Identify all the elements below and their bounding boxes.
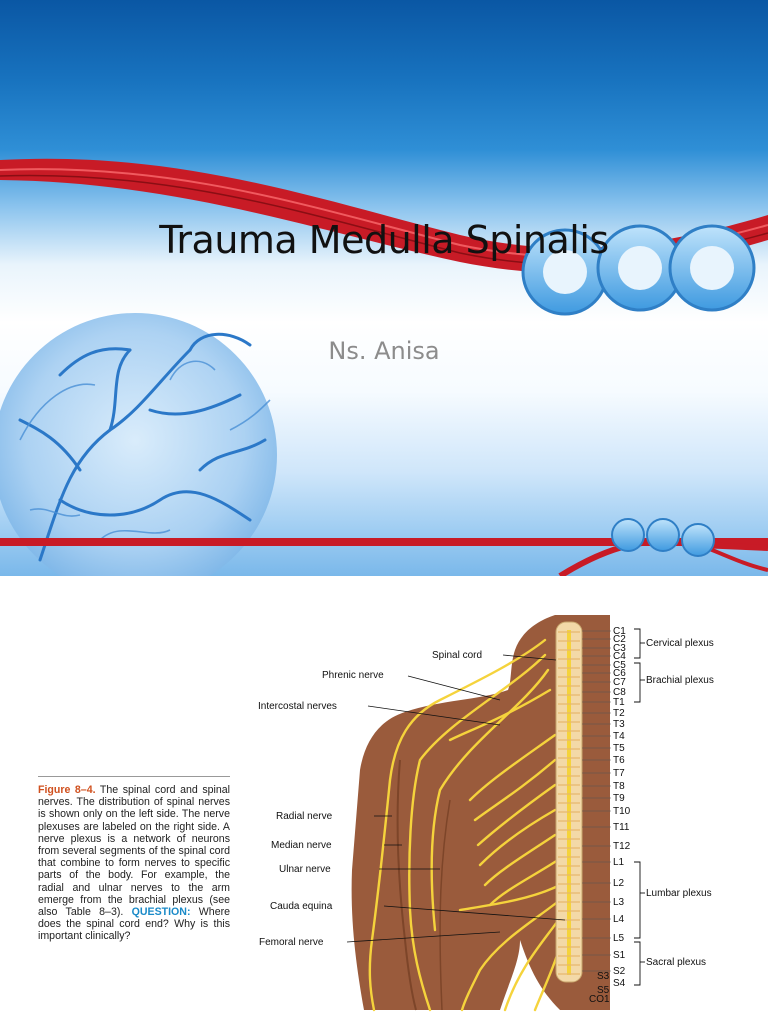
title-slide: Trauma Medulla Spinalis Ns. Anisa: [0, 0, 768, 576]
segment-label: T4: [613, 731, 625, 742]
globe-circuit-image: [0, 313, 277, 576]
segment-label: S3: [597, 971, 610, 982]
plexus-brackets: [634, 628, 645, 986]
label-lumbar-plexus: Lumbar plexus: [646, 888, 712, 899]
segment-label: C2: [613, 634, 626, 645]
segment-label: T3: [613, 719, 625, 730]
segment-label: T1: [613, 697, 625, 708]
label-spinal-cord: Spinal cord: [432, 650, 482, 661]
caption-rule: [38, 776, 230, 777]
segment-label: T9: [613, 793, 625, 804]
segment-label: CO1: [589, 994, 610, 1005]
segment-label: C3: [613, 643, 626, 654]
label-femoral-nerve: Femoral nerve: [259, 937, 324, 948]
segment-label: T10: [613, 806, 631, 817]
spinal-nerves-diagram: Spinal cord Phrenic nerve Intercostal ne…: [258, 615, 714, 1012]
vertebra-marks: [558, 631, 580, 975]
slide-background: [0, 158, 768, 576]
nerve-network: [368, 638, 567, 1012]
segment-label: C1: [613, 626, 626, 637]
segment-label: C8: [613, 687, 626, 698]
segment-label: L1: [613, 857, 625, 868]
segment-label: C5: [613, 660, 626, 671]
segment-label: L2: [613, 878, 625, 889]
caption-text: The spinal cord and spinal nerves. The d…: [38, 784, 230, 919]
segment-label: T6: [613, 755, 625, 766]
segment-label: L3: [613, 897, 625, 908]
label-median-nerve: Median nerve: [271, 840, 332, 851]
label-sacral-plexus: Sacral plexus: [646, 957, 706, 968]
question-text: Where does the spinal cord end? Why is t…: [38, 906, 230, 943]
label-cervical-plexus: Cervical plexus: [646, 638, 714, 649]
left-leaders: [346, 654, 566, 943]
segment-label: C6: [613, 668, 626, 679]
segment-label: T5: [613, 743, 625, 754]
label-intercostal-nerves: Intercostal nerves: [258, 701, 337, 712]
segment-leaders: [582, 630, 611, 972]
segment-label: T7: [613, 768, 625, 779]
segment-label: L5: [613, 933, 625, 944]
label-ulnar-nerve: Ulnar nerve: [279, 864, 331, 875]
segment-labels: C1 C2 C3 C4 C5 C6 C7 C8 T1 T2 T3 T4 T5 T…: [589, 626, 631, 1005]
segment-label: C4: [613, 651, 626, 662]
segment-label: S2: [613, 966, 626, 977]
figure-label: Figure 8–4.: [38, 784, 96, 796]
segment-label: T12: [613, 841, 631, 852]
slide-subtitle: Ns. Anisa: [328, 337, 440, 365]
segment-label: L4: [613, 914, 625, 925]
label-phrenic-nerve: Phrenic nerve: [322, 670, 384, 681]
segment-label: T8: [613, 781, 625, 792]
segment-label: S1: [613, 950, 626, 961]
segment-label: S4: [613, 978, 626, 989]
label-cauda-equina: Cauda equina: [270, 901, 333, 912]
segment-label: T11: [613, 822, 630, 833]
figure-caption: Figure 8–4. The spinal cord and spinal n…: [38, 776, 230, 943]
blue-ring-icons: [521, 224, 756, 557]
segment-label: S5: [597, 985, 610, 996]
label-brachial-plexus: Brachial plexus: [646, 675, 714, 686]
segment-label: C7: [613, 677, 626, 688]
question-label: QUESTION:: [131, 906, 191, 919]
slide-title: Trauma Medulla Spinalis: [159, 218, 609, 262]
segment-label: T2: [613, 708, 625, 719]
label-radial-nerve: Radial nerve: [276, 811, 333, 822]
